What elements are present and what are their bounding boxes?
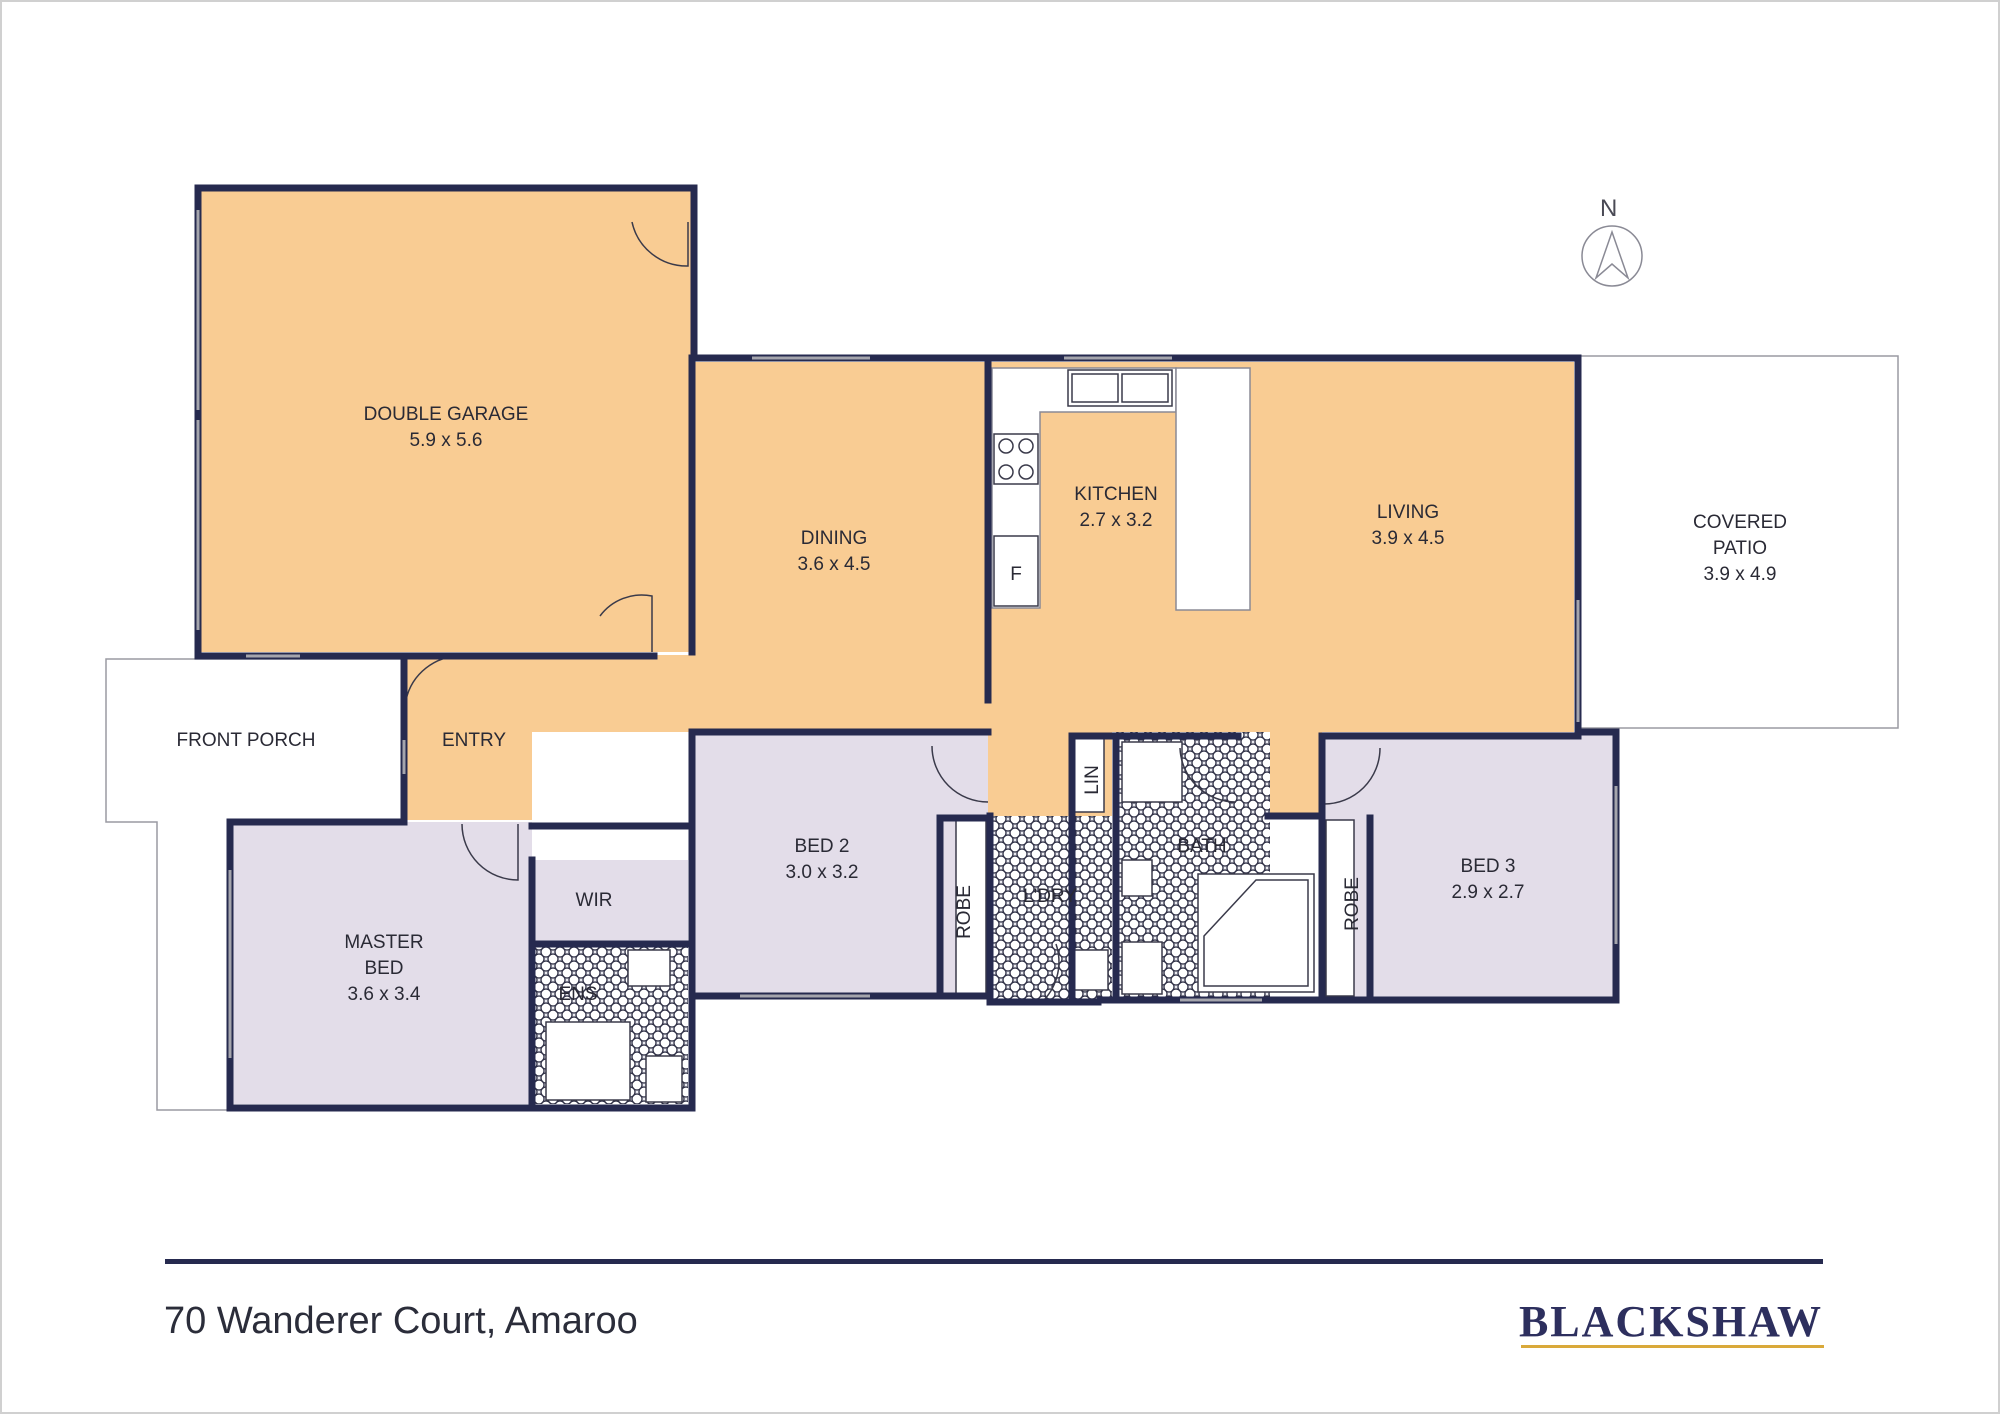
ensuite-vanity	[627, 949, 671, 987]
dining-size: 3.6 x 4.5	[798, 554, 871, 575]
compass-label: N	[1600, 195, 1617, 222]
dining-label: DINING	[801, 528, 868, 549]
kitchen-label: KITCHEN	[1074, 484, 1157, 505]
wir-area	[532, 860, 688, 944]
covered-patio-label-1: COVERED	[1693, 512, 1787, 533]
double-garage-size: 5.9 x 5.6	[410, 430, 483, 451]
entry-label: ENTRY	[442, 730, 506, 751]
bath-toilet	[1121, 941, 1163, 995]
entry-area	[403, 655, 692, 820]
fridge-label: F	[1010, 564, 1022, 585]
bath-shower	[1121, 741, 1183, 803]
covered-patio-label-2: PATIO	[1713, 538, 1767, 559]
wir-label: WIR	[576, 890, 613, 911]
bed3-size: 2.9 x 2.7	[1452, 882, 1525, 903]
master-bed-label-2: BED	[364, 958, 403, 979]
bed2-robe-label: ROBE	[954, 885, 975, 939]
kitchen-size: 2.7 x 3.2	[1080, 510, 1153, 531]
lin-label: LIN	[1082, 765, 1103, 795]
bath-label: BATH	[1177, 836, 1226, 857]
ensuite-shower	[545, 1021, 631, 1101]
living-label: LIVING	[1377, 502, 1439, 523]
fridge-space	[993, 535, 1039, 607]
walls	[194, 184, 1620, 1112]
brand-underline	[1521, 1345, 1824, 1348]
bed3-label: BED 3	[1461, 856, 1516, 877]
ens-label: ENS	[558, 984, 597, 1005]
hallway-area	[990, 732, 1072, 816]
laundry-tub	[1073, 949, 1109, 991]
property-address: 70 Wanderer Court, Amaroo	[164, 1300, 638, 1342]
room-labels: DOUBLE GARAGE 5.9 x 5.6 DINING 3.6 x 4.5…	[177, 404, 1787, 1005]
double-garage-label: DOUBLE GARAGE	[364, 404, 529, 425]
master-bed-label-1: MASTER	[344, 932, 423, 953]
bed2-size: 3.0 x 3.2	[786, 862, 859, 883]
covered-patio-area	[1579, 355, 1899, 729]
fixtures	[545, 369, 1355, 1103]
windows	[196, 210, 1618, 1058]
master-bed-area	[230, 822, 532, 1104]
dining-kitchen-living-area	[692, 362, 1574, 816]
bed3-robe-label: ROBE	[1342, 877, 1363, 931]
double-garage-area	[200, 190, 692, 652]
brand-logo: BLACKSHAW	[1518, 1297, 1824, 1346]
compass-circle	[1581, 225, 1643, 287]
covered-patio-size: 3.9 x 4.9	[1704, 564, 1777, 585]
bed3-robe	[1325, 819, 1355, 997]
compass: N	[1581, 195, 1643, 287]
living-size: 3.9 x 4.5	[1372, 528, 1445, 549]
bath-vanity	[1121, 859, 1153, 897]
bed2-label: BED 2	[795, 836, 850, 857]
ensuite-toilet	[645, 1055, 683, 1103]
linen-cupboard	[1073, 735, 1105, 813]
door-swings	[405, 221, 1381, 1001]
north-arrow-icon	[1594, 229, 1630, 281]
master-bed-size: 3.6 x 3.4	[348, 984, 421, 1005]
kitchen-island	[1175, 367, 1251, 611]
footer-divider	[165, 1259, 1823, 1264]
front-porch-label: FRONT PORCH	[177, 730, 316, 751]
laundry-label: L'DRY	[1023, 886, 1077, 907]
